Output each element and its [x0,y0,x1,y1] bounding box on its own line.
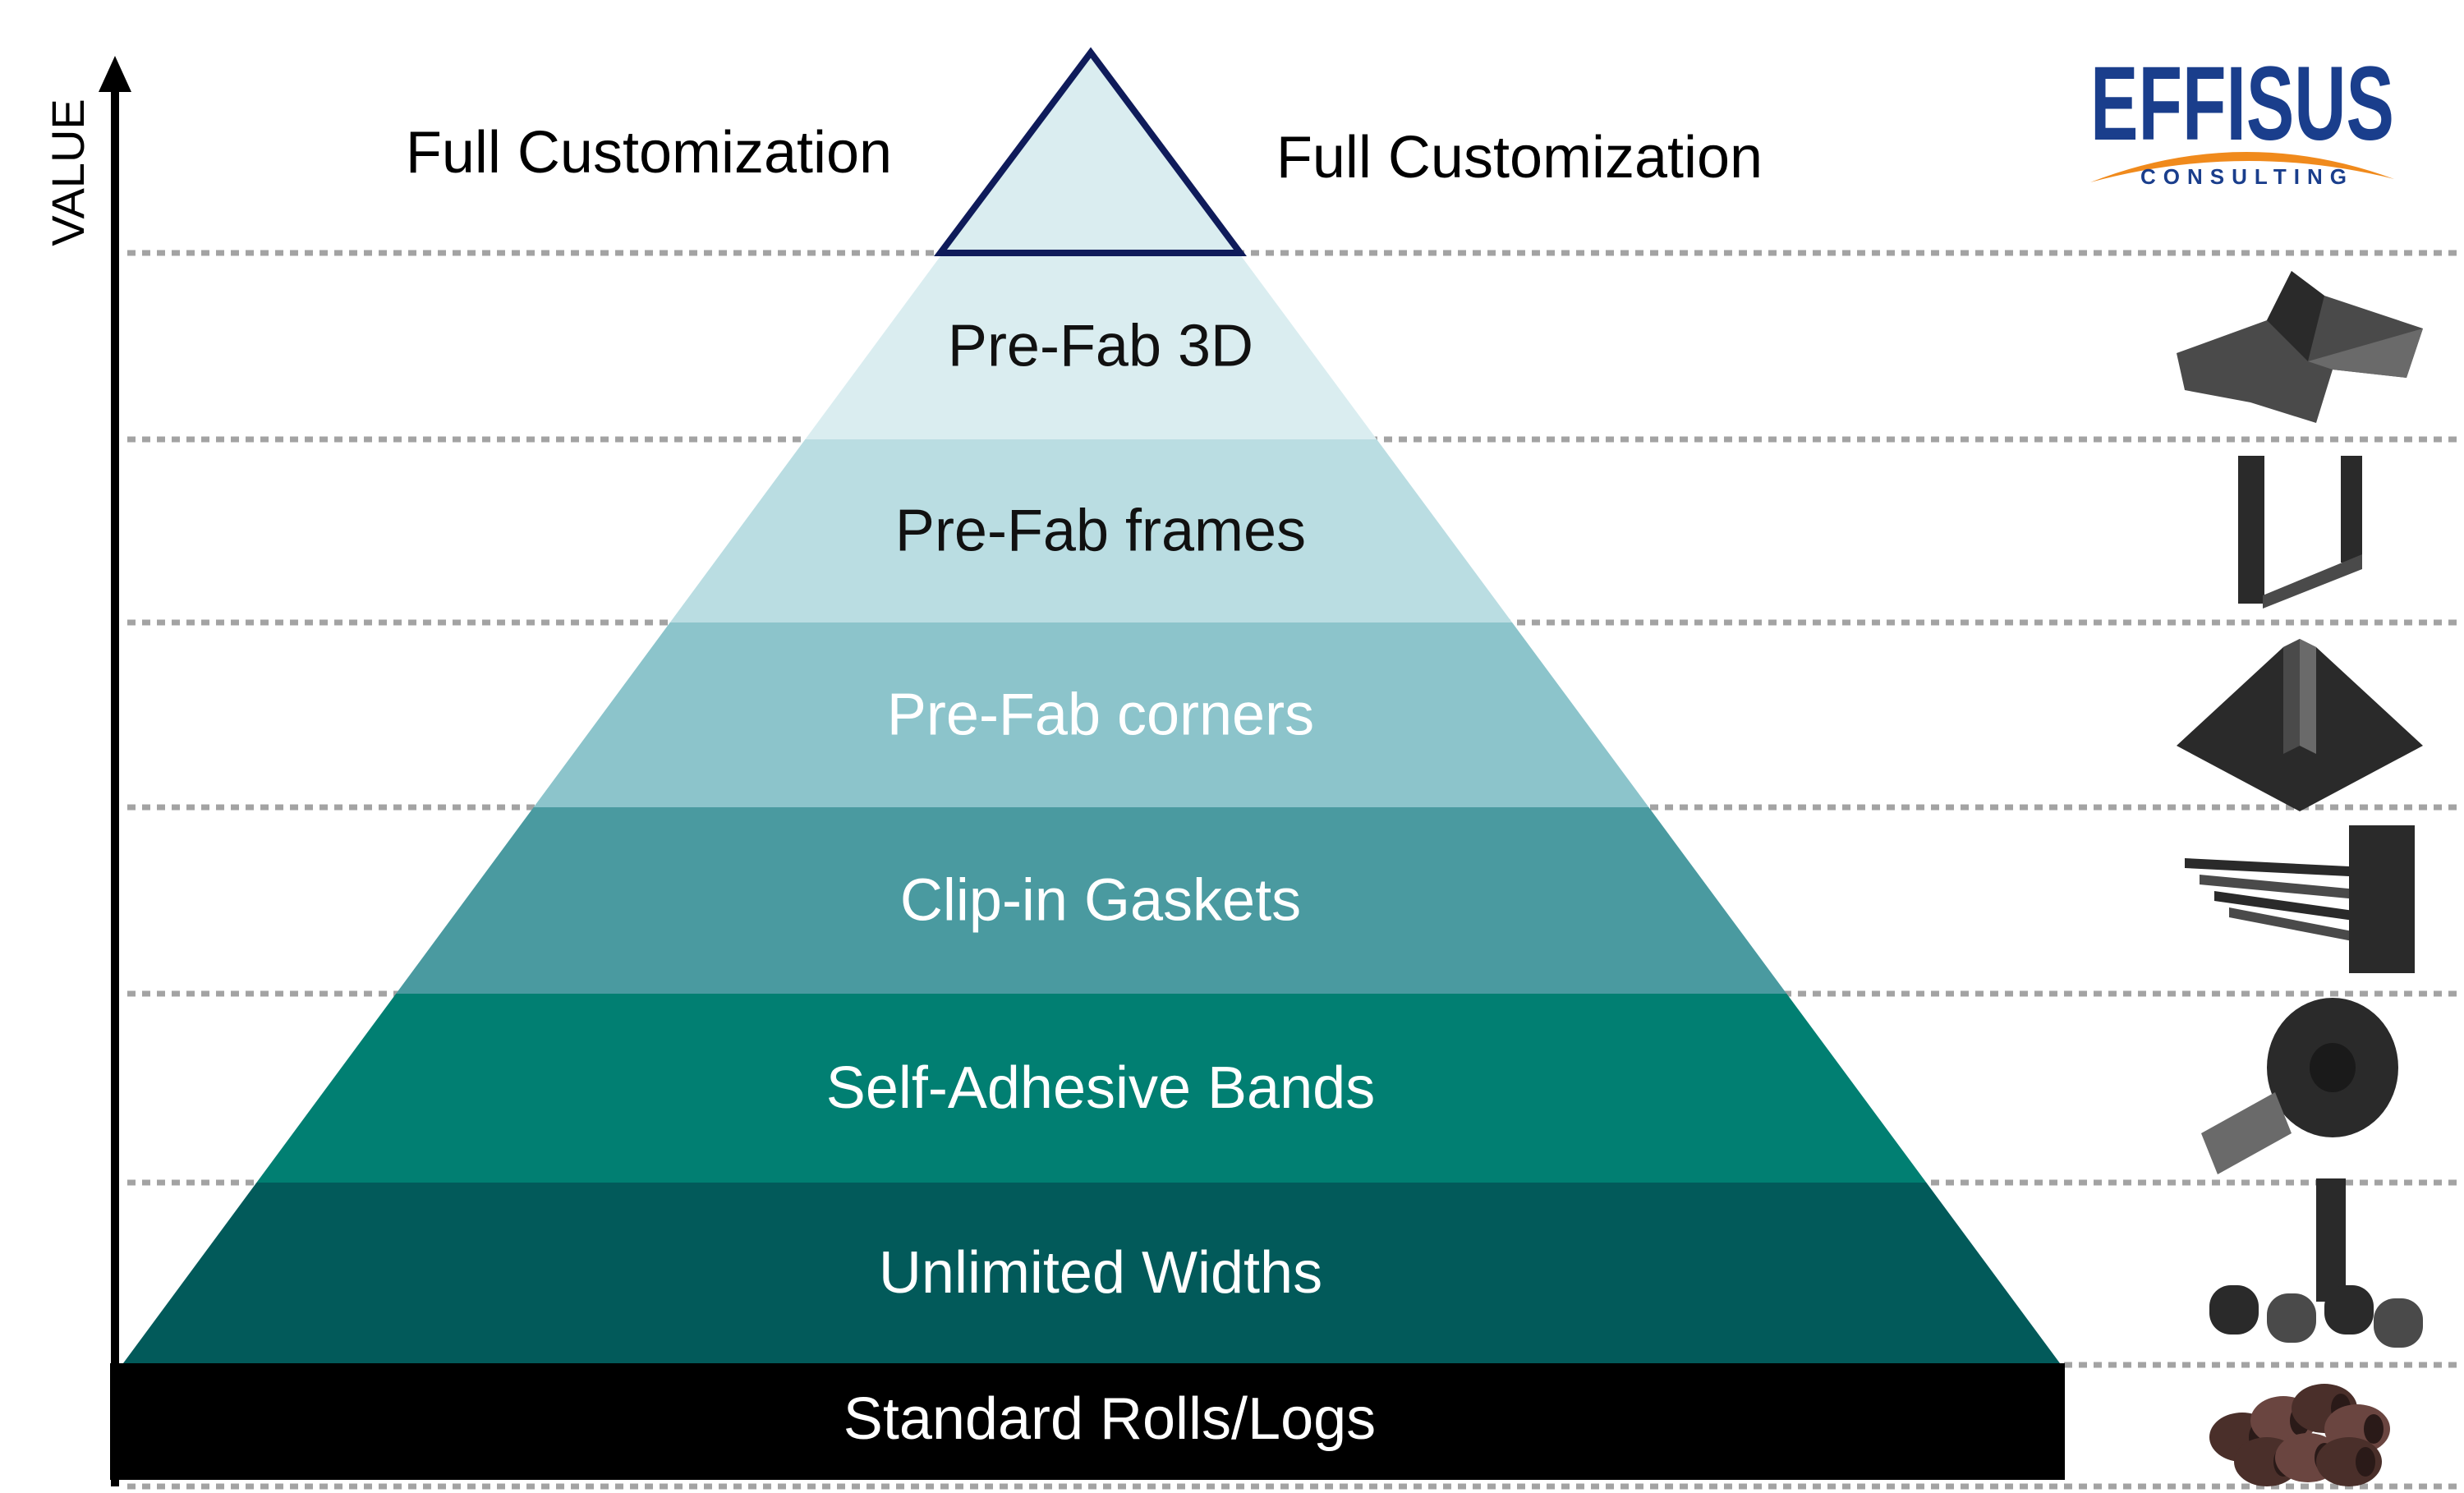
gasket-strips-icon [2185,825,2415,973]
wide-rolls-icon [2209,1178,2423,1348]
tier-label: Self-Adhesive Bands [826,1055,1375,1121]
tier-label: Pre-Fab frames [895,498,1306,564]
pyramid-tier [805,253,1377,439]
product-thumbnails [2177,271,2423,1486]
axis-label: VALUE [42,99,94,246]
pyramid-tier [533,622,1649,807]
logo-subtitle: CONSULTING [2140,164,2354,189]
pyramid-tier [396,807,1787,994]
tier-label: Clip-in Gaskets [900,868,1301,934]
pyramid-tier [256,994,1927,1183]
logo-swoosh-icon [2090,151,2394,182]
adhesive-roll-icon [2201,998,2398,1174]
corner-piece-icon [2177,639,2423,811]
base-tier [110,1363,2065,1480]
tier-label: Pre-Fab corners [887,682,1314,748]
top-right-label: Full Customization [1276,125,1763,191]
effisus-logo: EFFISUS CONSULTING [2090,45,2394,189]
value-axis: VALUE [42,56,131,1486]
top-left-label: Full Customization [406,120,892,186]
frame-profile-icon [2238,456,2362,609]
3d-flashing-icon [2177,271,2423,423]
tier-label: Pre-Fab 3D [948,314,1253,379]
tier-label: Unlimited Widths [879,1240,1322,1306]
pyramid-tier [123,1183,2060,1363]
base-tier-label: Standard Rolls/Logs [844,1386,1376,1452]
axis-arrow-icon [99,56,131,92]
logo-wordmark: EFFISUS [2090,45,2394,163]
pyramid-apex [934,47,1247,256]
roll-stack-icon [2209,1384,2390,1486]
pyramid-tier [669,439,1513,622]
